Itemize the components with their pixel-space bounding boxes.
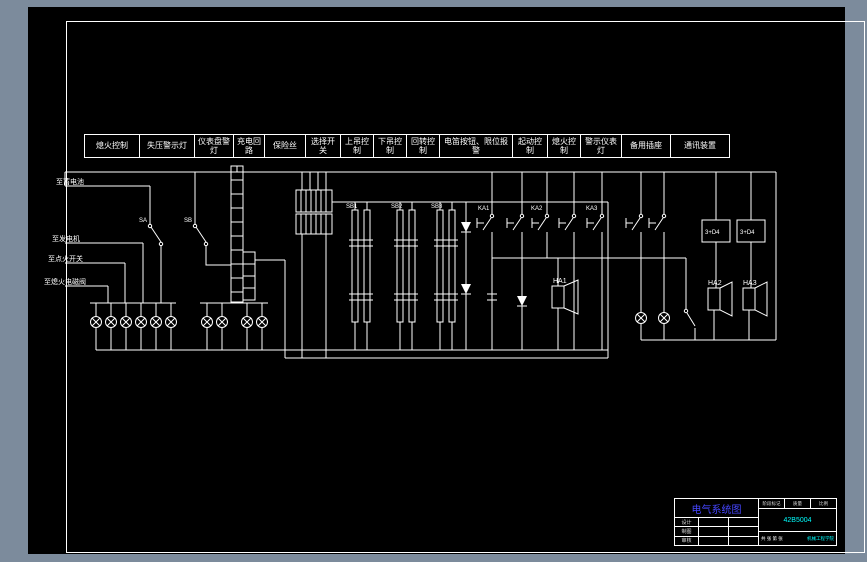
drawing-canvas[interactable]	[28, 7, 865, 554]
row-label: 制图	[675, 527, 699, 536]
drawing-number: 42B5004	[759, 509, 836, 532]
function-box-10: 起动控制	[512, 134, 548, 158]
function-box-5: 选择开关	[305, 134, 341, 158]
signature-rows: 设计 制图 审核	[675, 518, 758, 545]
signature-row: 审核	[675, 536, 758, 545]
function-box-14: 通讯装置	[670, 134, 730, 158]
date-cell	[729, 518, 758, 526]
function-box-4: 保险丝	[264, 134, 306, 158]
signature-cell	[699, 527, 729, 536]
title-block-footer: 共 张 第 张 机械工程学院	[759, 532, 836, 545]
date-cell	[729, 527, 758, 535]
function-box-11: 熄火控制	[547, 134, 581, 158]
function-box-13: 备用插座	[621, 134, 671, 158]
drawing-frame-border	[66, 21, 865, 553]
function-box-3: 充电回路	[233, 134, 265, 158]
function-box-2: 仪表盘警灯	[194, 134, 234, 158]
signature-row: 设计	[675, 518, 758, 528]
title-block-right: 阶段标记 质量 比例 42B5004 共 张 第 张 机械工程学院	[759, 499, 836, 545]
title-block-header-cells: 阶段标记 质量 比例	[759, 499, 836, 509]
signature-cell	[699, 536, 729, 545]
function-box-8: 回转控制	[406, 134, 440, 158]
date-cell	[729, 537, 758, 545]
org-name: 机械工程学院	[807, 535, 834, 541]
function-label-row: 熄火控制 失压警示灯 仪表盘警灯 充电回路 保险丝 选择开关 上吊控制 下吊控制…	[84, 134, 730, 158]
signature-row: 制图	[675, 527, 758, 537]
function-box-12: 警示仪表灯	[580, 134, 622, 158]
stage-mark-label: 阶段标记	[759, 499, 785, 508]
drawing-title: 电气系统图	[675, 499, 758, 518]
title-block-left: 电气系统图 设计 制图 审核	[675, 499, 759, 545]
sheet-count: 共 张 第 张	[761, 535, 783, 541]
scale-label: 比例	[819, 500, 828, 506]
function-box-9: 电笛按钮、限位报警	[439, 134, 513, 158]
wire-label-ignition: 至点火开关	[48, 256, 83, 263]
function-box-1: 失压警示灯	[139, 134, 195, 158]
function-box-7: 下吊控制	[373, 134, 407, 158]
wire-label-battery: 至蓄电池	[56, 179, 84, 186]
function-box-0: 熄火控制	[84, 134, 140, 158]
wire-label-solenoid: 至熄火电磁阀	[44, 279, 86, 286]
wire-label-generator: 至发电机	[52, 236, 80, 243]
function-box-6: 上吊控制	[340, 134, 374, 158]
row-label: 设计	[675, 518, 699, 527]
signature-cell	[699, 518, 729, 527]
mass-label: 质量	[785, 499, 811, 508]
row-label: 审核	[675, 536, 699, 545]
title-block: 电气系统图 设计 制图 审核	[674, 498, 837, 546]
